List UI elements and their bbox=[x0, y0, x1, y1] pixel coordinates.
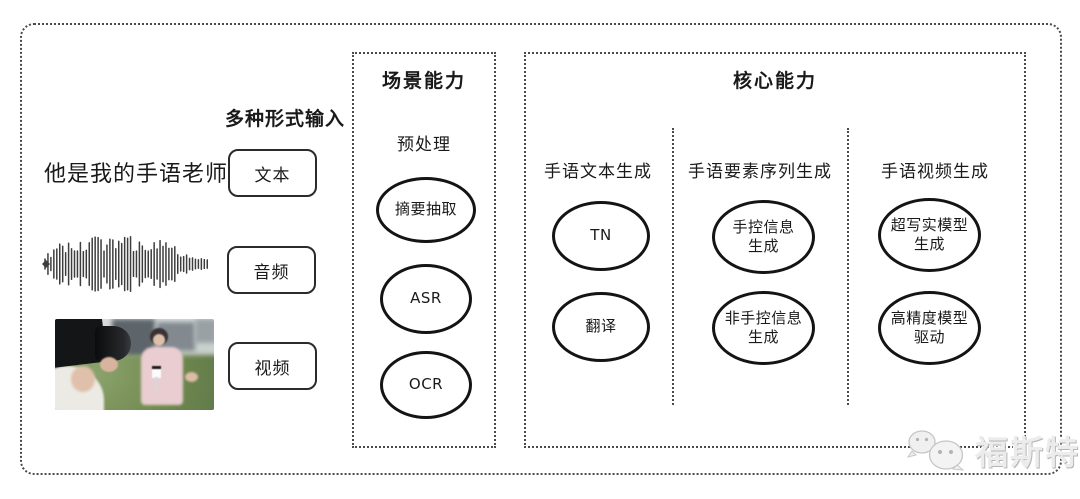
column-header-sign-video-generation: 手语视频生成 bbox=[881, 162, 989, 182]
photo-reporter-jacket bbox=[140, 347, 183, 406]
node-ocr: OCR bbox=[380, 351, 472, 419]
watermark: 福斯特 bbox=[905, 426, 1080, 474]
photo-microphone-cube bbox=[151, 366, 161, 379]
sample-sentence-text: 他是我的手语老师 bbox=[44, 162, 229, 187]
core-capability-box: 核心能力 bbox=[524, 52, 1026, 448]
column-divider bbox=[847, 128, 849, 405]
scene-capability-box: 场景能力 预处理 bbox=[352, 52, 496, 448]
input-type-box-audio: 音频 bbox=[227, 246, 316, 294]
node-manual-info-generation: 手控信息 生成 bbox=[712, 200, 815, 274]
node-asr: ASR bbox=[380, 264, 472, 334]
photo-camera-operator-arm bbox=[70, 366, 95, 393]
node-high-precision-model-driving: 高精度模型 驱动 bbox=[878, 291, 981, 365]
photo-building bbox=[194, 319, 214, 343]
photo-microphone-handle bbox=[155, 377, 159, 391]
column-header-sign-text-generation: 手语文本生成 bbox=[544, 162, 652, 182]
photo-reporter-face bbox=[152, 334, 165, 347]
node-summary-extraction: 摘要抽取 bbox=[376, 177, 476, 243]
input-section-label: 多种形式输入 bbox=[224, 108, 345, 130]
input-type-box-video: 视频 bbox=[228, 342, 317, 390]
node-nonmanual-info-generation: 非手控信息 生成 bbox=[712, 291, 815, 365]
outer-dotted-frame bbox=[20, 23, 1062, 475]
photo-camera-lens bbox=[94, 326, 132, 361]
column-header-sign-element-sequence: 手语要素序列生成 bbox=[688, 162, 832, 182]
photo-reporter-hand bbox=[185, 371, 199, 382]
preprocessing-label: 预处理 bbox=[397, 135, 451, 155]
column-divider bbox=[672, 128, 674, 405]
node-translation: 翻译 bbox=[552, 292, 650, 362]
video-thumbnail bbox=[55, 319, 214, 410]
wechat-logo-icon bbox=[906, 430, 965, 471]
input-type-box-text: 文本 bbox=[228, 149, 317, 197]
node-hyperrealistic-model-generation: 超写实模型 生成 bbox=[878, 198, 981, 272]
node-tn: TN bbox=[552, 201, 650, 271]
audio-waveform-image bbox=[42, 236, 208, 292]
photo-camera-operator-hand bbox=[99, 357, 118, 373]
scene-capability-title: 场景能力 bbox=[381, 70, 466, 92]
core-capability-title: 核心能力 bbox=[732, 70, 817, 92]
watermark-text: 福斯特 bbox=[975, 433, 1080, 472]
